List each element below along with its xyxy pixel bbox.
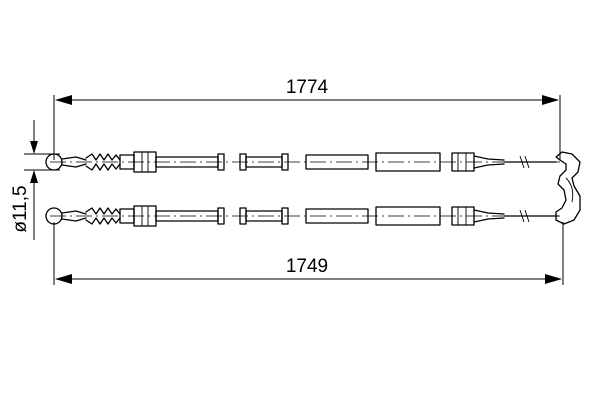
eye-diameter-label: ø11,5	[10, 185, 31, 232]
cable-upper-boot	[85, 153, 121, 171]
dimension-overall-length: 1774	[53, 77, 561, 160]
equalizer-bracket-inner-curve	[565, 177, 574, 203]
cable-lower-wire-mark	[519, 209, 525, 223]
diameter-arrow-bottom	[30, 170, 38, 183]
cable-lower-sheath-3	[305, 208, 369, 224]
diameter-arrow-top	[30, 141, 38, 154]
cable-upper-sheath-3	[305, 154, 369, 170]
cable-lower-eye	[45, 207, 63, 225]
cable-lower-clip-3	[281, 207, 289, 225]
arrowhead-left-top	[55, 95, 72, 105]
cable-upper	[45, 151, 560, 173]
cable-lower-boot	[85, 207, 121, 225]
cable-lower-clip-1	[217, 207, 225, 225]
arrowhead-left-bottom	[55, 274, 72, 284]
cable-upper-sheath-4	[375, 152, 441, 172]
arrowhead-right-bottom	[545, 274, 562, 284]
overall-length-label: 1774	[286, 77, 329, 98]
cable-lower	[45, 205, 563, 227]
cable-lower-wire-mark	[524, 209, 530, 223]
cable-upper-clip-3	[281, 153, 289, 171]
cable-upper-wire-mark	[524, 155, 530, 169]
cable-upper-wire-mark	[519, 155, 525, 169]
cable-upper-end-fitting	[451, 152, 475, 172]
cable-lower-end-taper	[473, 209, 505, 223]
dimension-eye-diameter: ø11,5	[10, 120, 60, 240]
cable-upper-eye	[45, 153, 63, 171]
arrowhead-right-top	[542, 95, 559, 105]
equalizer-bracket	[555, 151, 581, 225]
dimension-inner-length: 1749	[53, 222, 564, 285]
cable-lower-eye-taper	[61, 210, 87, 222]
cable-lower-sheath-4	[375, 206, 441, 226]
cable-upper-end-taper	[473, 155, 505, 169]
cable-upper-eye-taper	[61, 156, 87, 168]
equalizer-bracket-outline	[555, 151, 581, 225]
cable-upper-clip-1	[217, 153, 225, 171]
cable-lower-end-fitting	[451, 206, 475, 226]
inner-length-label: 1749	[286, 256, 328, 277]
